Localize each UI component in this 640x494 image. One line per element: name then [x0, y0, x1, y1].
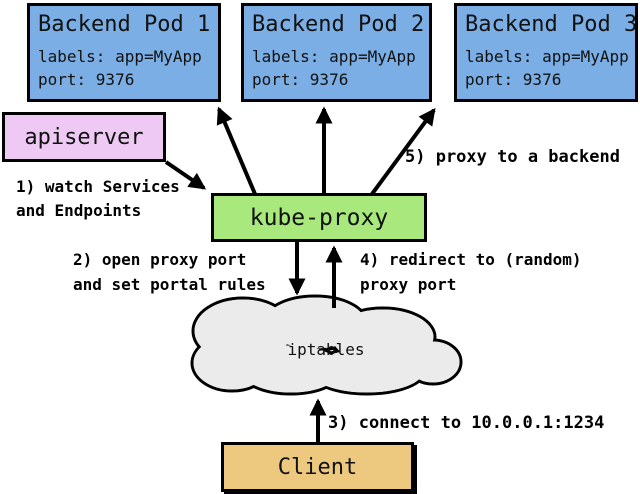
kube-proxy-box: kube-proxy	[211, 193, 427, 242]
step-4-annotation: 4) redirect to (random) proxy port	[360, 247, 582, 297]
pod-labels-line: labels: app=MyApp	[252, 47, 416, 66]
step-1-annotation: 1) watch Services and Endpoints	[16, 175, 180, 223]
arrow-kube-proxy-to-pod-3	[370, 107, 436, 196]
pod-labels-line: labels: app=MyApp	[38, 47, 202, 66]
backend-pod-1-box: Backend Pod 1 labels: app=MyApp port: 93…	[27, 3, 221, 102]
kube-proxy-label: kube-proxy	[249, 204, 389, 231]
iptables-label: iptables	[287, 340, 365, 359]
iptables-cloud	[190, 294, 463, 396]
step-1-line-2: and Endpoints	[16, 201, 142, 220]
pod-title: Backend Pod 1	[38, 12, 211, 37]
step-4-line-1: 4) redirect to (random)	[360, 250, 582, 269]
step-2-line-2: and set portal rules	[73, 275, 266, 294]
arrow-apiserver-to-kube-proxy	[164, 160, 207, 190]
pod-port-line: port: 9376	[38, 70, 135, 89]
step-1-line-1: 1) watch Services	[16, 177, 180, 196]
arrow-kube-proxy-to-pod-1	[216, 106, 257, 195]
step-3-line-1: 3) connect to 10.0.0.1:1234	[328, 413, 605, 433]
pod-title: Backend Pod 3	[465, 12, 638, 37]
client-label: Client	[277, 454, 358, 480]
pod-port-line: port: 9376	[465, 70, 562, 89]
pod-labels-line: labels: app=MyApp	[465, 47, 629, 66]
step-2-annotation: 2) open proxy port and set portal rules	[73, 247, 266, 297]
backend-pod-2-box: Backend Pod 2 labels: app=MyApp port: 93…	[241, 3, 432, 102]
apiserver-box: apiserver	[2, 112, 166, 162]
pod-port-line: port: 9376	[252, 70, 349, 89]
step-5-annotation: 5) proxy to a backend	[405, 145, 620, 170]
step-5-line-1: 5) proxy to a backend	[405, 147, 620, 167]
step-4-line-2: proxy port	[360, 275, 457, 294]
step-3-annotation: 3) connect to 10.0.0.1:1234	[328, 411, 604, 436]
pod-title: Backend Pod 2	[252, 12, 425, 37]
backend-pod-3-box: Backend Pod 3 labels: app=MyApp port: 93…	[454, 3, 638, 102]
step-2-line-1: 2) open proxy port	[73, 250, 247, 269]
client-box: Client	[221, 442, 414, 492]
apiserver-label: apiserver	[24, 124, 144, 150]
